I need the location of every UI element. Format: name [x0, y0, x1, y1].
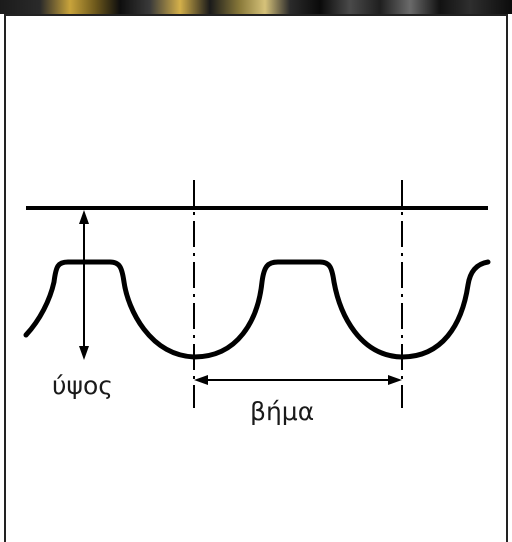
height-label: ύψος	[52, 371, 113, 400]
pitch-arrow-right	[388, 375, 402, 385]
height-arrow-bottom	[79, 346, 89, 360]
pitch-arrow-left	[194, 375, 208, 385]
diagram-frame	[4, 14, 508, 542]
height-arrow-top	[79, 210, 89, 224]
tooth-profile-path	[23, 259, 491, 360]
cropped-photo-strip	[0, 0, 512, 14]
pitch-label: βήμα	[250, 397, 314, 426]
